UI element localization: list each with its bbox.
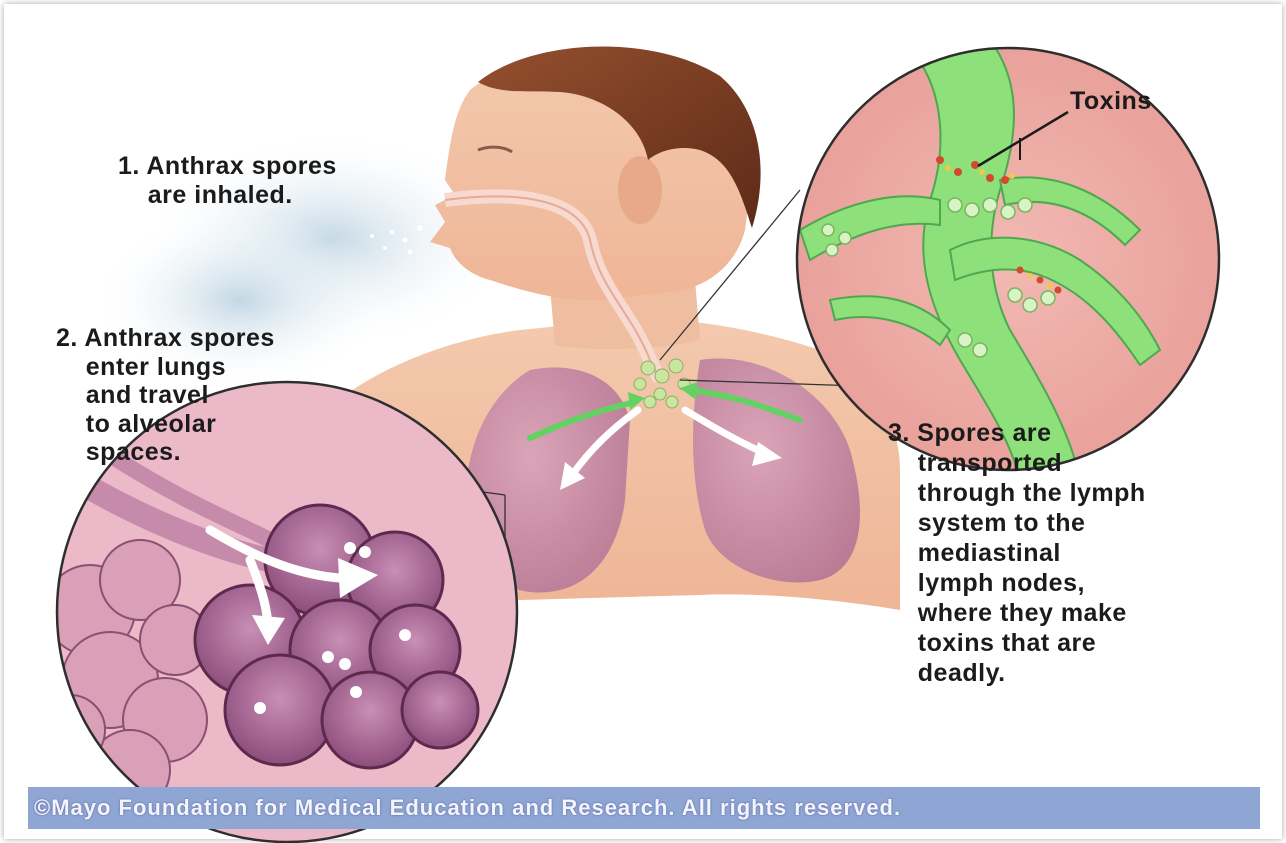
- step3-label: 3. Spores are transported through the ly…: [888, 418, 1146, 688]
- copyright-text: ©Mayo Foundation for Medical Education a…: [34, 795, 1254, 821]
- step1-label: 1. Anthrax spores are inhaled.: [118, 152, 337, 210]
- copyright-bar: ©Mayo Foundation for Medical Education a…: [28, 787, 1260, 829]
- toxins-label: Toxins: [1070, 87, 1152, 115]
- ear: [618, 156, 662, 224]
- step2-label: 2. Anthrax spores enter lungs and travel…: [56, 324, 275, 467]
